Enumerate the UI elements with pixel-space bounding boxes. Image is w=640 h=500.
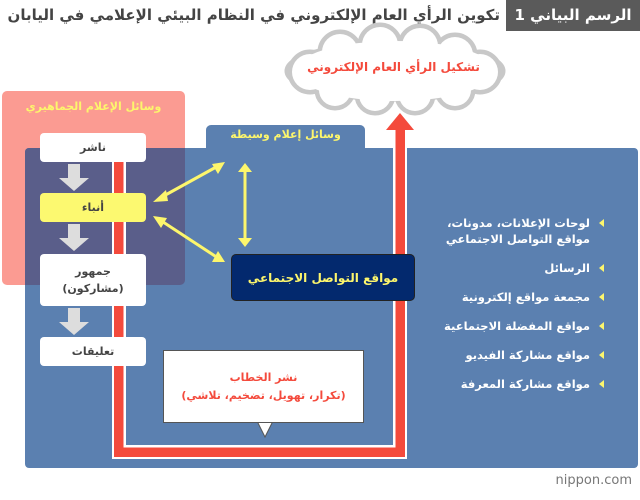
callout-subtitle: (تكرار، تهويل، تضخيم، تلاشي)	[181, 388, 346, 402]
callout-title: نشر الخطاب	[229, 370, 298, 384]
publisher-box: ناشر	[40, 133, 146, 162]
bullet-icon	[599, 322, 604, 330]
list-item-text: مواقع مشاركة المعرفة	[460, 377, 590, 391]
bullet-icon	[599, 380, 604, 388]
list-item: مواقع المفضلة الاجتماعية	[410, 318, 604, 334]
social-media-label: مواقع التواصل الاجتماعي	[247, 270, 399, 285]
comments-label: تعليقات	[71, 345, 115, 358]
bullet-icon	[599, 293, 604, 301]
news-label: أنباء	[81, 201, 105, 214]
speech-tail	[256, 420, 274, 439]
list-item-text: مجمعة مواقع إلكترونية	[461, 290, 590, 304]
list-item-text: مواقع مشاركة الفيديو	[465, 348, 591, 362]
figure-badge: الرسم البياني 1	[506, 0, 640, 31]
discourse-callout: نشر الخطاب (تكرار، تهويل، تضخيم، تلاشي)	[163, 350, 364, 423]
list-item: لوحات الإعلانات، مدونات، مواقع التواصل ا…	[410, 215, 604, 247]
intermediary-media-list: لوحات الإعلانات، مدونات، مواقع التواصل ا…	[410, 215, 604, 405]
audience-sublabel: (مشاركون)	[62, 282, 124, 295]
audience-box: جمهور (مشاركون)	[40, 254, 146, 306]
publisher-label: ناشر	[80, 141, 106, 154]
bullet-icon	[599, 264, 604, 272]
list-item-text: مواقع المفضلة الاجتماعية	[444, 319, 590, 333]
list-item: مواقع مشاركة المعرفة	[410, 376, 604, 392]
list-item-text: الرسائل	[544, 261, 590, 275]
mass-media-label: وسائل الإعلام الجماهيري	[25, 100, 162, 113]
social-media-box: مواقع التواصل الاجتماعي	[231, 254, 415, 301]
list-item: الرسائل	[410, 260, 604, 276]
bullet-icon	[599, 351, 604, 359]
news-box: أنباء	[40, 193, 146, 222]
list-item: مواقع مشاركة الفيديو	[410, 347, 604, 363]
red-arrowhead	[386, 113, 414, 130]
intermediary-media-tab	[206, 125, 365, 153]
cloud-label: تشكيل الرأي العام الإلكتروني	[307, 60, 480, 74]
yellow-arrows	[153, 162, 252, 262]
audience-label: جمهور	[75, 265, 111, 278]
comments-box: تعليقات	[40, 337, 146, 366]
list-item: مجمعة مواقع إلكترونية	[410, 289, 604, 305]
page-title: تكوين الرأي العام الإلكتروني في النظام ا…	[7, 6, 500, 24]
intermediary-media-label: وسائل إعلام وسيطة	[230, 128, 341, 141]
grey-arrows	[59, 164, 89, 335]
list-item-text: لوحات الإعلانات، مدونات، مواقع التواصل ا…	[445, 216, 590, 246]
bullet-icon	[599, 219, 604, 227]
nippon-logo: nippon.com	[555, 473, 632, 488]
